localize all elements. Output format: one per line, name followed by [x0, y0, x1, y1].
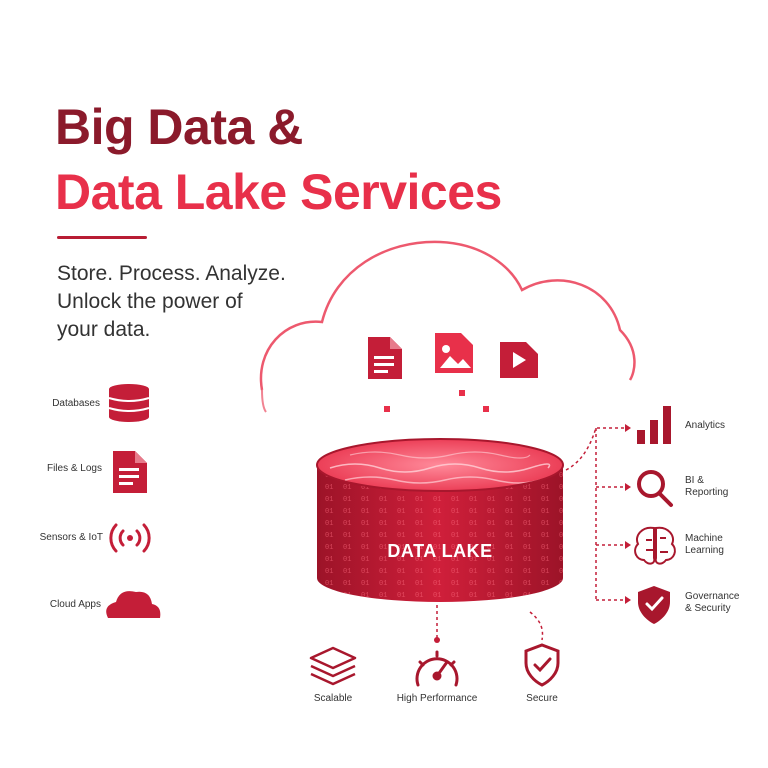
bar-chart-icon [637, 406, 671, 444]
cloud-document-icon [368, 337, 402, 379]
output-label-bi-reporting: BI &Reporting [685, 475, 729, 498]
source-label-sensors-iot: Sensors & IoT [39, 532, 103, 543]
source-label-databases: Databases [52, 398, 100, 409]
tagline-line-1: Store. Process. Analyze. [57, 262, 286, 285]
cloud-outline [259, 240, 636, 391]
wireless-signal-icon [109, 523, 151, 553]
output-connectors [436, 427, 625, 641]
feature-label-high-performance: High Performance [396, 693, 478, 704]
tagline-line-2: Unlock the power of [57, 290, 243, 313]
data-particle [459, 390, 465, 396]
data-particle [483, 406, 489, 412]
feature-label-secure: Secure [526, 693, 558, 704]
magnifier-icon [637, 470, 673, 507]
data-lake-label: DATA LAKE [387, 541, 493, 561]
layers-icon [309, 646, 357, 686]
brain-icon [634, 526, 676, 565]
cloud-image-icon [435, 333, 473, 373]
title-line-1: Big Data & [55, 99, 303, 155]
cloud-icon [106, 591, 161, 618]
output-label-analytics: Analytics [685, 420, 726, 431]
cloud-video-icon [500, 342, 538, 378]
cloud-left-tail [261, 389, 267, 413]
title-line-2: Data Lake Services [55, 164, 502, 220]
gauge-icon [415, 650, 459, 687]
feature-label-scalable: Scalable [313, 693, 353, 704]
data-lake-cylinder [316, 438, 564, 602]
database-icon [108, 384, 150, 422]
title-divider [57, 236, 147, 239]
tagline-line-3: your data. [57, 318, 151, 341]
source-label-cloud-apps: Cloud Apps [49, 599, 101, 610]
shield-check-icon [638, 586, 670, 624]
document-icon [113, 451, 147, 493]
data-particle [384, 406, 390, 412]
source-label-files-logs: Files & Logs [46, 463, 102, 474]
feature-shield-icon [524, 643, 560, 687]
output-label-governance-security: Governance& Security [685, 591, 740, 614]
